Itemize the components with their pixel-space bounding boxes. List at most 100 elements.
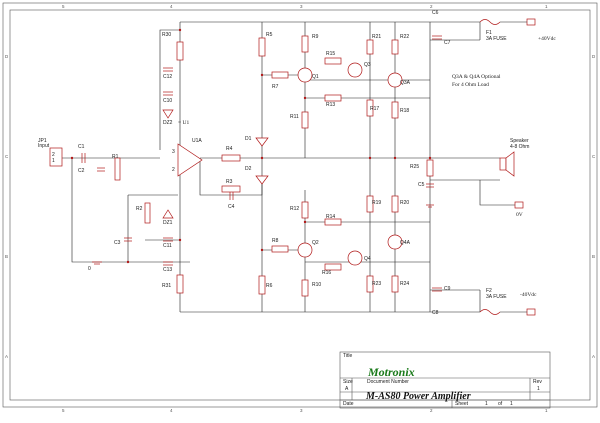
- r7-resistor[interactable]: [271, 71, 289, 79]
- r20-label: R20: [400, 200, 409, 206]
- q4a-transistor[interactable]: [387, 234, 403, 250]
- zero-volt-terminal[interactable]: [514, 201, 524, 209]
- q2-label: Q2: [312, 240, 319, 246]
- sheet-border: [2, 2, 598, 408]
- border-col-4-bottom: 4: [170, 408, 173, 413]
- c11-label: C11: [163, 243, 172, 249]
- load-note: For 4 Ohm Load: [452, 82, 489, 88]
- r13-resistor[interactable]: [324, 94, 342, 102]
- q4-label: Q4: [364, 256, 371, 262]
- of-label: of: [498, 401, 503, 407]
- r23-label: R23: [372, 281, 381, 287]
- optional-note: Q3A & Q4A Optional: [452, 74, 501, 80]
- fuse2-label: 3A FUSE: [486, 294, 507, 300]
- r31-resistor[interactable]: [176, 274, 184, 294]
- c5-label: C5: [418, 182, 425, 188]
- q2-transistor[interactable]: [297, 242, 313, 258]
- c7-label: C7: [444, 40, 451, 46]
- neg-terminal[interactable]: [526, 308, 536, 316]
- sheet-value: 1: [485, 401, 488, 407]
- r11-resistor[interactable]: [301, 111, 309, 129]
- d2-label: D2: [245, 166, 252, 172]
- jp1-label: JP1: [38, 138, 47, 144]
- r4-resistor[interactable]: [221, 154, 241, 162]
- r12-resistor[interactable]: [301, 201, 309, 219]
- r19-label: R19: [372, 200, 381, 206]
- r18-label: R18: [400, 108, 409, 114]
- r3-resistor[interactable]: [221, 185, 241, 193]
- r15-label: R15: [326, 51, 335, 57]
- component-labels: JP1 Input 2 1 C1 C2 R1 R30 C12 C10 DZ2 =…: [38, 10, 556, 316]
- size-label: Size: [343, 379, 353, 385]
- c6-label: C6: [432, 10, 439, 16]
- r3-label: R3: [226, 179, 233, 185]
- f1-fuse[interactable]: [479, 19, 501, 25]
- junction-dots: [70, 28, 432, 264]
- q3-transistor[interactable]: [347, 62, 363, 78]
- border-col-2: 2: [430, 4, 433, 9]
- r24-resistor[interactable]: [391, 275, 399, 293]
- c1-label: C1: [78, 144, 85, 150]
- dz1-zener[interactable]: [162, 209, 174, 219]
- pin-1-label: 1: [52, 158, 55, 164]
- of-value: 1: [510, 401, 513, 407]
- rev-label: Rev: [533, 379, 542, 385]
- r6-label: R6: [266, 283, 273, 289]
- border-col-3-bottom: 3: [300, 408, 303, 413]
- r19-resistor[interactable]: [366, 195, 374, 213]
- jp1-connector[interactable]: [49, 147, 63, 167]
- zero-volt-label: 0V: [516, 212, 523, 218]
- q3a-label: Q3A: [400, 80, 411, 86]
- d2-diode[interactable]: [255, 175, 269, 185]
- q3-label: Q3: [364, 62, 371, 68]
- r25-resistor[interactable]: [426, 159, 434, 177]
- r2-resistor[interactable]: [144, 202, 151, 224]
- r21-label: R21: [372, 34, 381, 40]
- border-col-3: 3: [300, 4, 303, 9]
- title-block: Title Motronix Size A Document Number M-…: [339, 351, 551, 409]
- r10-resistor[interactable]: [301, 279, 309, 297]
- q4-transistor[interactable]: [347, 250, 363, 266]
- pos-terminal[interactable]: [526, 18, 536, 26]
- r21-resistor[interactable]: [366, 39, 374, 55]
- r22-resistor[interactable]: [391, 39, 399, 55]
- r9-resistor[interactable]: [301, 35, 309, 53]
- r15-resistor[interactable]: [324, 57, 342, 65]
- r1-resistor[interactable]: [114, 157, 121, 181]
- r14-resistor[interactable]: [324, 218, 342, 226]
- r23-resistor[interactable]: [366, 275, 374, 293]
- opamp-pin-3: 3: [172, 149, 175, 155]
- dz2-zener[interactable]: [162, 109, 174, 119]
- dz2-label: DZ2: [163, 120, 173, 126]
- r8-label: R8: [272, 238, 279, 244]
- docnum-label: Document Number: [367, 379, 409, 385]
- border-col-5: 5: [62, 4, 65, 9]
- input-label: Input: [38, 143, 50, 149]
- f2-fuse[interactable]: [479, 309, 501, 315]
- r22-label: R22: [400, 34, 409, 40]
- r5-resistor[interactable]: [258, 37, 266, 57]
- c12-label: C12: [163, 74, 172, 80]
- opamp-pin-2: 2: [172, 167, 175, 173]
- r8-resistor[interactable]: [271, 245, 289, 253]
- r1-label: R1: [112, 154, 119, 160]
- r16-resistor[interactable]: [324, 263, 342, 271]
- r30-resistor[interactable]: [176, 41, 184, 61]
- u1a-opamp[interactable]: [177, 143, 203, 177]
- c8-label: C8: [432, 310, 439, 316]
- q1-transistor[interactable]: [297, 67, 313, 83]
- border-row-b-right: B: [592, 254, 595, 259]
- document-title: M-AS80 Power Amplifier: [365, 391, 471, 402]
- r20-resistor[interactable]: [391, 195, 399, 213]
- r18-resistor[interactable]: [391, 101, 399, 119]
- border-row-b: B: [5, 254, 8, 259]
- border-row-d: D: [5, 54, 9, 59]
- q1-label: Q1: [312, 74, 319, 80]
- d1-diode[interactable]: [255, 137, 269, 147]
- r6-resistor[interactable]: [258, 275, 266, 295]
- speaker-symbol[interactable]: [499, 157, 507, 171]
- f1-label: F1: [486, 30, 492, 36]
- r17-resistor[interactable]: [366, 99, 374, 117]
- q3a-transistor[interactable]: [387, 72, 403, 88]
- border-row-c-right: C: [592, 154, 596, 159]
